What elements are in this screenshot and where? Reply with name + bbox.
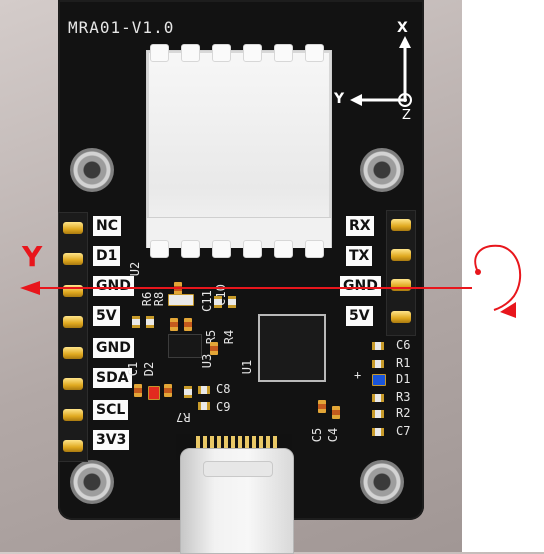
label-c5: C5 [310, 427, 325, 443]
pin-label-gnd: GND [340, 276, 381, 296]
led-d2 [148, 386, 160, 400]
label-r1: R1 [396, 356, 411, 370]
background-panel [462, 0, 544, 552]
resistor-r1 [372, 360, 384, 368]
label-d2: D2 [142, 361, 157, 377]
mounting-hole-top-right [360, 148, 404, 192]
label-c7: C7 [396, 424, 411, 438]
label-r7: R7 [176, 410, 191, 424]
pin-label-5v: 5V [93, 306, 120, 326]
label-r4: R4 [222, 329, 237, 345]
label-u2: U2 [128, 261, 143, 277]
capacitor-c1 [134, 384, 142, 397]
label-c6: C6 [396, 338, 411, 352]
label-u3: U3 [200, 353, 215, 369]
resistor-r4 [228, 296, 236, 308]
label-r3: R3 [396, 390, 411, 404]
pin-label-gnd: GND [93, 338, 134, 358]
resistor-r8 [146, 316, 154, 328]
capacitor-c6 [372, 342, 384, 350]
usb-c-connector [180, 448, 294, 554]
label-r8: R8 [152, 291, 167, 307]
label-c11: C11 [199, 290, 214, 312]
mcu-u1 [258, 314, 326, 382]
pin-label-tx: TX [346, 246, 373, 266]
pin-label-sda: SDA [93, 368, 132, 388]
ic-u3 [168, 334, 202, 358]
left-pin-header [58, 212, 88, 462]
pin-label-nc: NC [93, 216, 121, 236]
label-plus: + [354, 368, 362, 382]
led-d1 [372, 374, 386, 386]
capacitor-u3-left [170, 318, 178, 331]
right-pin-header [386, 210, 416, 336]
capacitor-c3 [164, 384, 172, 397]
label-c9: C9 [216, 400, 231, 414]
mounting-hole-bottom-left [70, 460, 114, 504]
label-r2: R2 [396, 406, 411, 420]
label-c1: C1 [126, 361, 141, 377]
pin-label-scl: SCL [93, 400, 129, 420]
capacitor-c9 [198, 402, 210, 410]
board-title: MRA01-V1.0 [68, 18, 175, 37]
label-c8: C8 [216, 382, 231, 396]
pin-label-3v3: 3V3 [93, 430, 130, 450]
label-u1: U1 [240, 359, 255, 375]
axis-z-label: Z [402, 108, 411, 123]
resistor-r3 [372, 394, 384, 402]
pin-label-rx: RX [346, 216, 374, 236]
capacitor-c5 [318, 400, 326, 413]
label-c4: C4 [326, 427, 341, 443]
resistor-r6 [132, 316, 140, 328]
capacitor-c8 [198, 386, 210, 394]
capacitor-c7 [372, 428, 384, 436]
pin-label-d1: D1 [93, 246, 121, 266]
axis-x-label: X [397, 20, 408, 36]
mounting-hole-top-left [70, 148, 114, 192]
axis-y-label: Y [334, 91, 345, 107]
annotation-y-label: Y [22, 240, 43, 273]
capacitor-near-u3 [210, 342, 218, 355]
rf-shield-module [146, 50, 332, 248]
pin-label-5v: 5V [346, 306, 373, 326]
resistor-r5 [214, 296, 222, 308]
pin-label-gnd: GND [93, 276, 134, 296]
capacitor-c4 [332, 406, 340, 419]
capacitor-u3-right [184, 318, 192, 331]
mounting-hole-bottom-right [360, 460, 404, 504]
resistor-r2 [372, 410, 384, 418]
smd-block [168, 294, 194, 306]
label-d1: D1 [396, 372, 411, 386]
resistor-r7 [184, 386, 192, 398]
